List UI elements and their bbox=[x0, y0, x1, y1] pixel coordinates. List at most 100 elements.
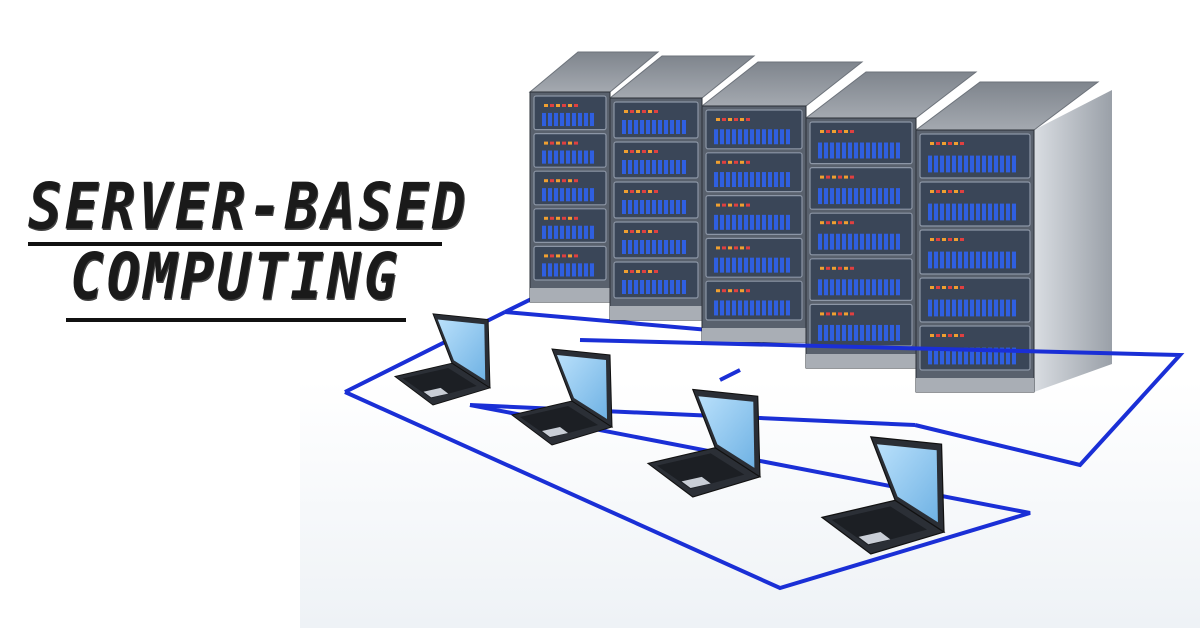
drive-bay bbox=[548, 188, 552, 201]
drive-bay bbox=[890, 234, 894, 250]
status-led bbox=[642, 150, 646, 153]
drive-bay bbox=[572, 151, 576, 164]
drive-bay bbox=[664, 160, 668, 174]
drive-bay bbox=[646, 200, 650, 214]
drive-bay bbox=[976, 156, 980, 173]
drive-bay bbox=[756, 129, 760, 144]
status-led bbox=[630, 110, 634, 113]
drive-bay bbox=[714, 258, 718, 273]
status-led bbox=[936, 238, 940, 241]
drive-bay bbox=[738, 215, 742, 230]
drive-bay bbox=[836, 279, 840, 295]
status-led bbox=[550, 254, 554, 257]
drive-bay bbox=[542, 188, 546, 201]
drive-bay bbox=[584, 113, 588, 126]
drive-bay bbox=[658, 240, 662, 254]
drive-bay bbox=[670, 120, 674, 134]
status-led bbox=[740, 289, 744, 292]
drive-bay bbox=[1006, 204, 1010, 221]
drive-bay bbox=[714, 129, 718, 144]
drive-bay bbox=[676, 280, 680, 294]
status-led bbox=[734, 118, 738, 121]
status-led bbox=[954, 286, 958, 289]
status-led bbox=[850, 176, 854, 179]
network-line bbox=[720, 370, 740, 380]
status-led bbox=[826, 267, 830, 270]
status-led bbox=[930, 142, 934, 145]
drive-bay bbox=[548, 151, 552, 164]
drive-bay bbox=[584, 263, 588, 276]
drive-bay bbox=[750, 129, 754, 144]
status-led bbox=[942, 238, 946, 241]
drive-bay bbox=[584, 226, 588, 239]
drive-bay bbox=[738, 172, 742, 187]
drive-bay bbox=[1000, 156, 1004, 173]
drive-bay bbox=[896, 325, 900, 341]
drive-bay bbox=[658, 160, 662, 174]
status-led bbox=[740, 118, 744, 121]
drive-bay bbox=[714, 215, 718, 230]
drive-bay bbox=[836, 325, 840, 341]
rack-unit bbox=[920, 182, 1030, 226]
rack-unit bbox=[920, 230, 1030, 274]
drive-bay bbox=[572, 188, 576, 201]
status-led bbox=[740, 161, 744, 164]
drive-bay bbox=[848, 279, 852, 295]
drive-bay bbox=[958, 204, 962, 221]
drive-bay bbox=[994, 204, 998, 221]
status-led bbox=[826, 221, 830, 224]
status-led bbox=[550, 142, 554, 145]
status-led bbox=[832, 267, 836, 270]
drive-bay bbox=[818, 234, 822, 250]
drive-bay bbox=[860, 279, 864, 295]
drive-bay bbox=[762, 172, 766, 187]
drive-bay bbox=[566, 151, 570, 164]
drive-bay bbox=[786, 215, 790, 230]
drive-bay bbox=[768, 300, 772, 315]
drive-bay bbox=[866, 234, 870, 250]
drive-bay bbox=[994, 156, 998, 173]
status-led bbox=[930, 334, 934, 337]
status-led bbox=[630, 270, 634, 273]
drive-bay bbox=[774, 172, 778, 187]
drive-bay bbox=[780, 258, 784, 273]
status-led bbox=[654, 270, 658, 273]
status-led bbox=[942, 142, 946, 145]
status-led bbox=[954, 142, 958, 145]
rack-unit bbox=[706, 196, 802, 235]
drive-bay bbox=[940, 156, 944, 173]
status-led bbox=[948, 286, 952, 289]
drive-bay bbox=[970, 204, 974, 221]
status-led bbox=[936, 334, 940, 337]
status-led bbox=[850, 312, 854, 315]
status-led bbox=[716, 204, 720, 207]
drive-bay bbox=[634, 200, 638, 214]
drive-bay bbox=[622, 200, 626, 214]
drive-bay bbox=[830, 143, 834, 159]
drive-bay bbox=[590, 188, 594, 201]
drive-bay bbox=[934, 252, 938, 269]
drive-bay bbox=[774, 258, 778, 273]
drive-bay bbox=[744, 258, 748, 273]
status-led bbox=[568, 254, 572, 257]
drive-bay bbox=[572, 113, 576, 126]
rack-unit bbox=[810, 304, 912, 346]
status-led bbox=[820, 221, 824, 224]
status-led bbox=[624, 110, 628, 113]
drive-bay bbox=[890, 188, 894, 204]
status-led bbox=[722, 289, 726, 292]
drive-bay bbox=[940, 252, 944, 269]
drive-bay bbox=[946, 252, 950, 269]
drive-bay bbox=[590, 263, 594, 276]
status-led bbox=[948, 238, 952, 241]
drive-bay bbox=[652, 160, 656, 174]
status-led bbox=[562, 179, 566, 182]
status-led bbox=[936, 190, 940, 193]
drive-bay bbox=[964, 156, 968, 173]
status-led bbox=[544, 254, 548, 257]
status-led bbox=[820, 176, 824, 179]
rack-base bbox=[530, 288, 610, 302]
rack-base bbox=[610, 306, 702, 320]
status-led bbox=[728, 118, 732, 121]
